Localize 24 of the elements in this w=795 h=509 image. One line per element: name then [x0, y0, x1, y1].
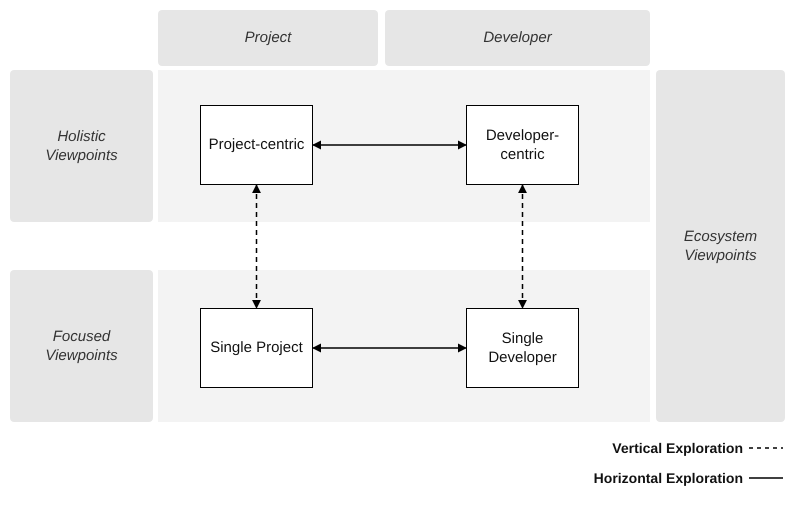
box-label: Developer-centric: [484, 126, 560, 164]
viewpoint-box: [466, 308, 579, 388]
header-panel: [385, 10, 650, 66]
arrow: [312, 140, 467, 150]
box-label: Project-centric: [208, 135, 304, 155]
legend-label: Horizontal Exploration: [594, 470, 743, 486]
arrow: [312, 344, 467, 352]
viewpoint-box: [200, 308, 313, 388]
header-label: Developer: [483, 28, 552, 48]
box-label: Single Project: [210, 338, 303, 358]
viewpoint-box: [200, 105, 313, 185]
arrow: [518, 184, 527, 309]
header-label: Focused Viewpoints: [44, 326, 119, 366]
viewpoint-box: [466, 105, 579, 185]
box-label: Single Developer: [487, 328, 558, 368]
header-label: Project: [244, 28, 292, 48]
header-label: Holistic Viewpoints: [44, 126, 119, 166]
header-panel: [158, 10, 378, 66]
header-panel: [10, 70, 153, 222]
legend-label: Vertical Exploration: [612, 440, 743, 456]
arrow: [252, 184, 261, 309]
header-label: Ecosystem Viewpoints: [682, 226, 758, 266]
header-panel: [656, 70, 785, 422]
header-panel: [10, 270, 153, 422]
